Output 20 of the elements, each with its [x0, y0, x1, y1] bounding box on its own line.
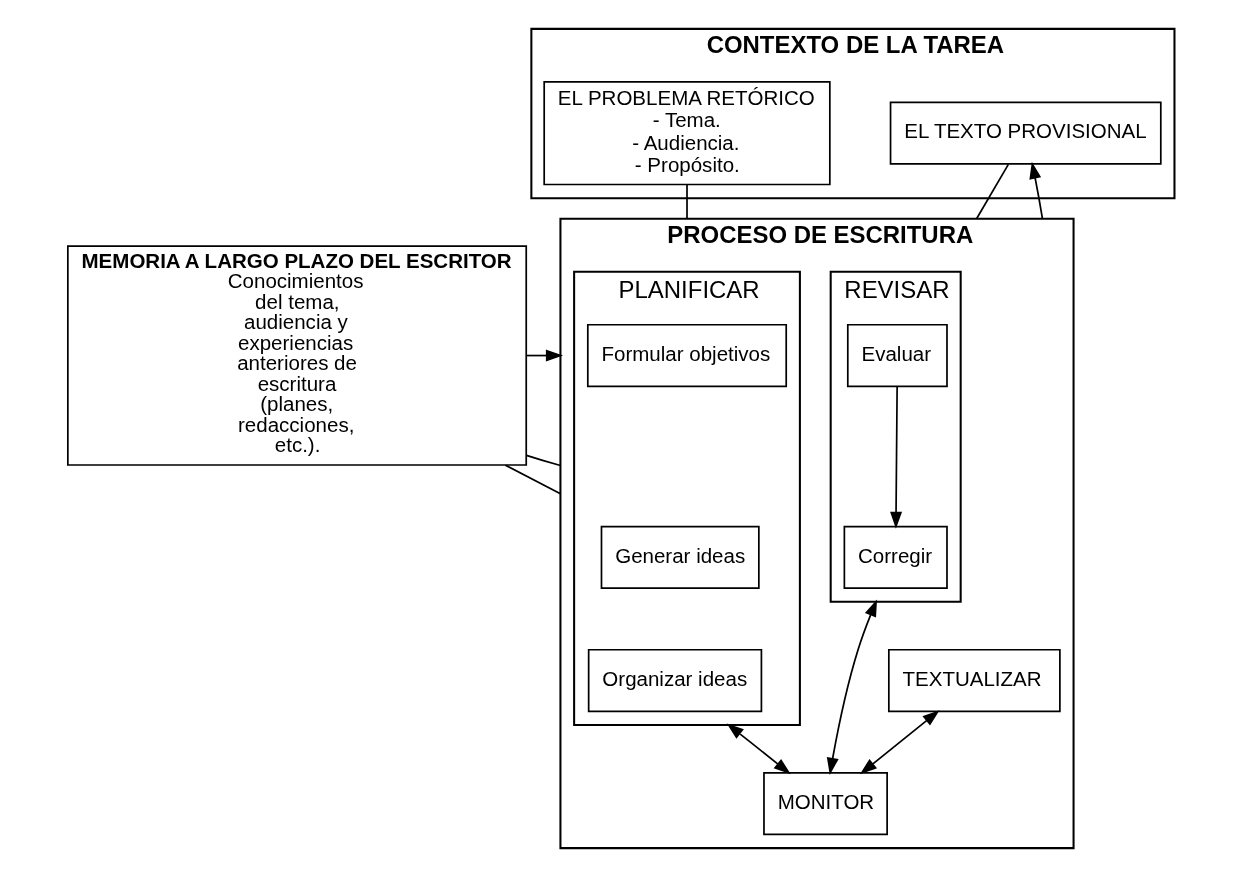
arrow — [726, 723, 791, 775]
arrow — [826, 599, 877, 775]
node-box: Organizar ideas — [587, 648, 762, 713]
node-box: EL PROBLEMA RETÓRICO - Tema. - Audiencia. - Propósito. — [542, 81, 831, 186]
node-box: EL TEXTO PROVISIONAL — [889, 101, 1162, 165]
node-box: TEXTUALIZAR — [887, 648, 1061, 713]
connector — [685, 183, 688, 220]
node-box: Formular objetivos — [586, 323, 787, 388]
node-box: Corregir — [843, 525, 948, 589]
arrow — [1028, 161, 1043, 220]
node-box: Evaluar — [846, 323, 948, 388]
node-box: MONITOR — [762, 772, 888, 836]
connector — [975, 163, 1009, 220]
arrow — [859, 710, 940, 775]
node-box: Generar ideas — [600, 525, 760, 589]
arrow — [524, 349, 563, 362]
connector — [504, 464, 561, 495]
connector — [525, 454, 561, 467]
arrow — [889, 385, 902, 529]
node-box: MEMORIA A LARGO PLAZO DEL ESCRITOR Conocimientos del tema, audiencia y experiencias anteriores de escritura (planes, redacciones, etc.). — [66, 245, 527, 466]
